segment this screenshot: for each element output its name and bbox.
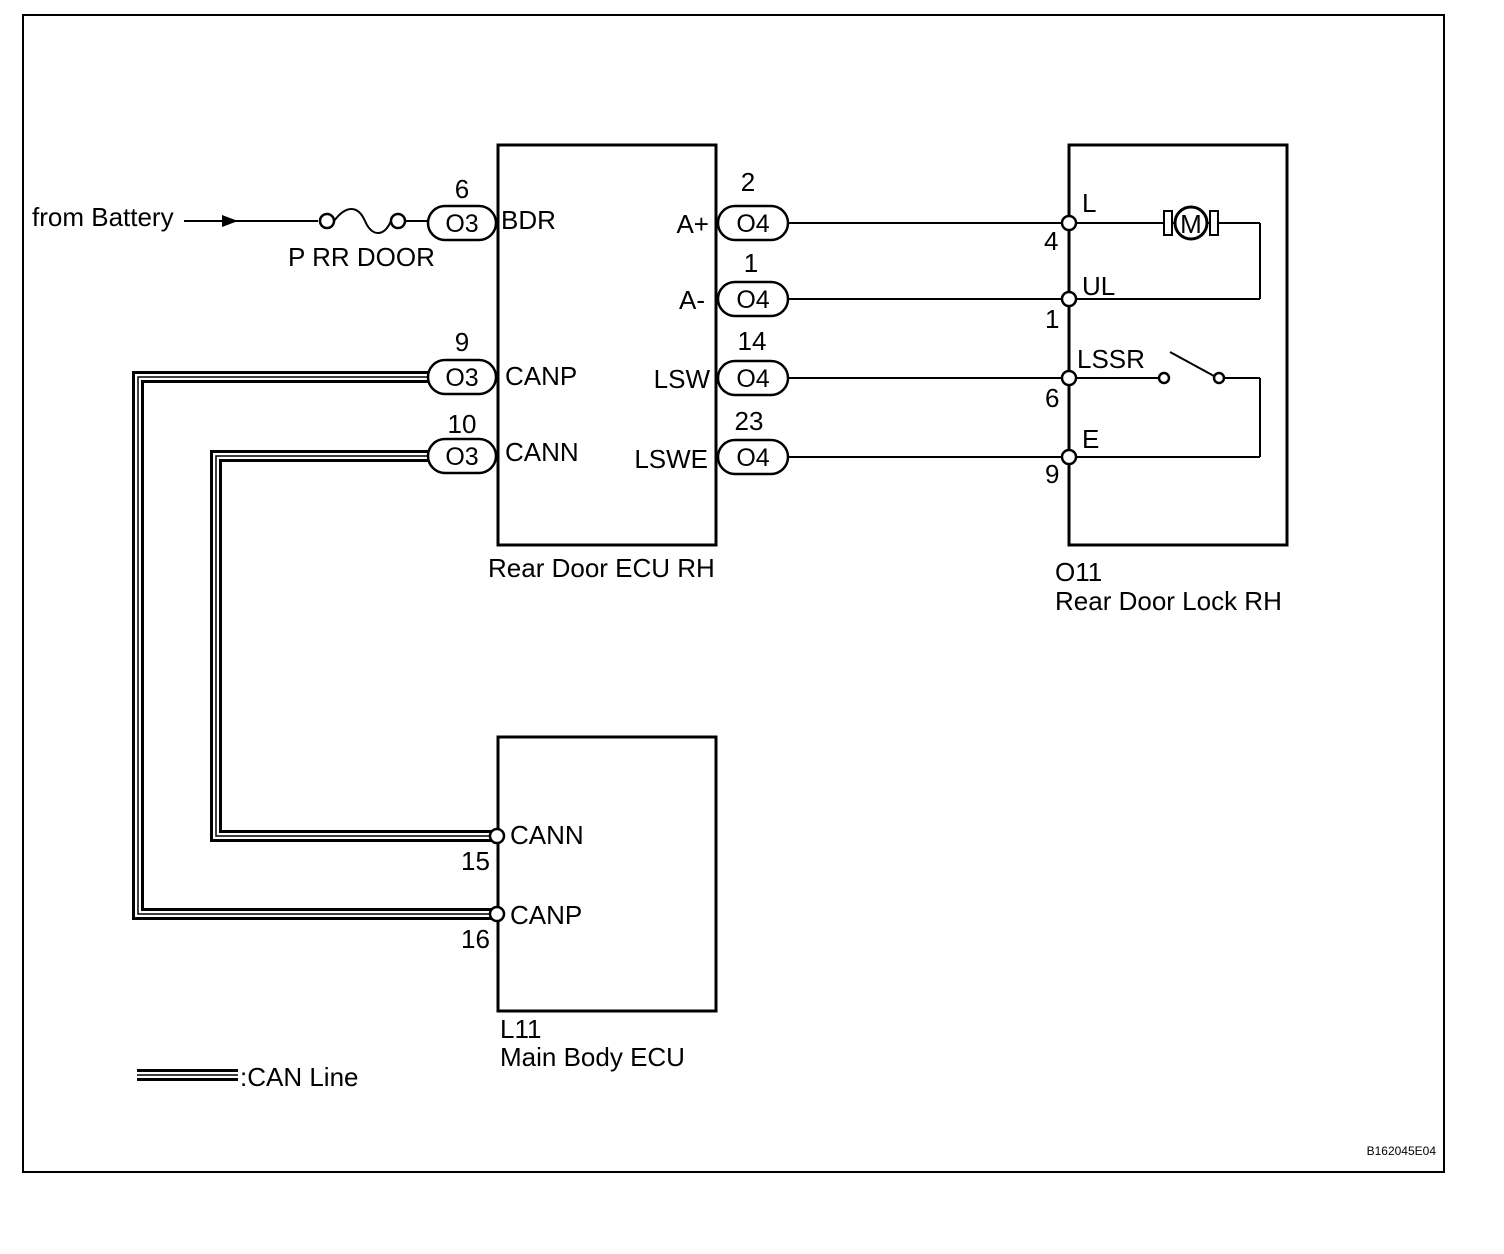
diagram-frame	[22, 14, 1445, 1173]
legend-label: :CAN Line	[240, 1062, 359, 1092]
connector-o4-a-plus: O4	[716, 204, 790, 242]
motor-label: M	[1180, 209, 1202, 239]
pin-terminal-lssr	[1060, 369, 1078, 387]
fuse-label: P RR DOOR	[288, 242, 435, 272]
pin-number: 1	[744, 248, 758, 278]
svg-text:O3: O3	[445, 443, 478, 471]
connector-o3-cann: O3	[426, 437, 498, 475]
terminal-label-ul: UL	[1082, 271, 1115, 301]
svg-text:O4: O4	[736, 365, 769, 393]
pin-number: 23	[735, 406, 764, 436]
motor-icon	[1173, 205, 1209, 241]
connector-o4-a-minus: O4	[716, 280, 790, 318]
terminal-label-a-plus: A+	[676, 209, 709, 239]
main-body-ecu-title: Main Body ECU	[500, 1042, 685, 1072]
rear-door-ecu-box	[496, 143, 718, 547]
pin-number: 2	[741, 167, 755, 197]
svg-text:O4: O4	[736, 210, 769, 238]
rear-door-lock-title: Rear Door Lock RH	[1055, 586, 1282, 616]
connector-o3-bdr: O3	[426, 204, 498, 242]
connector-o4-lsw: O4	[716, 359, 790, 397]
rear-door-lock-code: O11	[1055, 557, 1102, 587]
svg-text:O3: O3	[445, 364, 478, 392]
svg-text:O3: O3	[445, 210, 478, 238]
main-body-ecu-box	[496, 735, 718, 1013]
terminal-label-lsw: LSW	[654, 364, 711, 394]
svg-text:O4: O4	[736, 444, 769, 472]
pin-number: 1	[1045, 304, 1059, 334]
arrow-right-icon	[222, 215, 238, 227]
terminal-label-canp: CANP	[505, 361, 577, 391]
pin-number: 15	[461, 846, 490, 876]
fuse-symbol	[318, 208, 407, 234]
terminal-label-cann: CANN	[505, 437, 579, 467]
terminal-label-a-minus: A-	[679, 285, 705, 315]
terminal-label-bdr: BDR	[501, 205, 556, 235]
pin-number: 6	[455, 174, 469, 204]
can-line-cann	[210, 450, 492, 842]
svg-text:O4: O4	[736, 286, 769, 314]
rear-door-ecu-title: Rear Door ECU RH	[488, 553, 715, 583]
pin-number: 9	[455, 327, 469, 357]
pin-number: 6	[1045, 383, 1059, 413]
connector-o4-lswe: O4	[716, 438, 790, 476]
terminal-label-lswe: LSWE	[634, 444, 708, 474]
terminal-label-e: E	[1082, 424, 1099, 454]
motor-circuit	[1076, 210, 1261, 300]
lock-switch-circuit	[1076, 351, 1261, 458]
pin-number: 16	[461, 924, 490, 954]
terminal-label-lssr: LSSR	[1077, 344, 1145, 374]
terminal-label-l: L	[1082, 188, 1096, 218]
can-line-canp	[132, 371, 492, 920]
pin-terminal-l	[1060, 214, 1078, 232]
figure-id: B162045E04	[1367, 1144, 1437, 1158]
pin-number: 10	[448, 409, 477, 439]
pin-number: 4	[1044, 226, 1058, 256]
from-battery-label: from Battery	[32, 202, 174, 232]
main-body-ecu-code: L11	[500, 1014, 541, 1044]
connector-o3-canp: O3	[426, 358, 498, 396]
pin-terminal-canp	[488, 905, 506, 923]
pin-terminal-ul	[1060, 290, 1078, 308]
terminal-label-canp: CANP	[510, 900, 582, 930]
pin-number: 9	[1045, 459, 1059, 489]
terminal-label-cann: CANN	[510, 820, 584, 850]
pin-number: 14	[738, 326, 767, 356]
pin-terminal-e	[1060, 448, 1078, 466]
pin-terminal-cann	[488, 827, 506, 845]
